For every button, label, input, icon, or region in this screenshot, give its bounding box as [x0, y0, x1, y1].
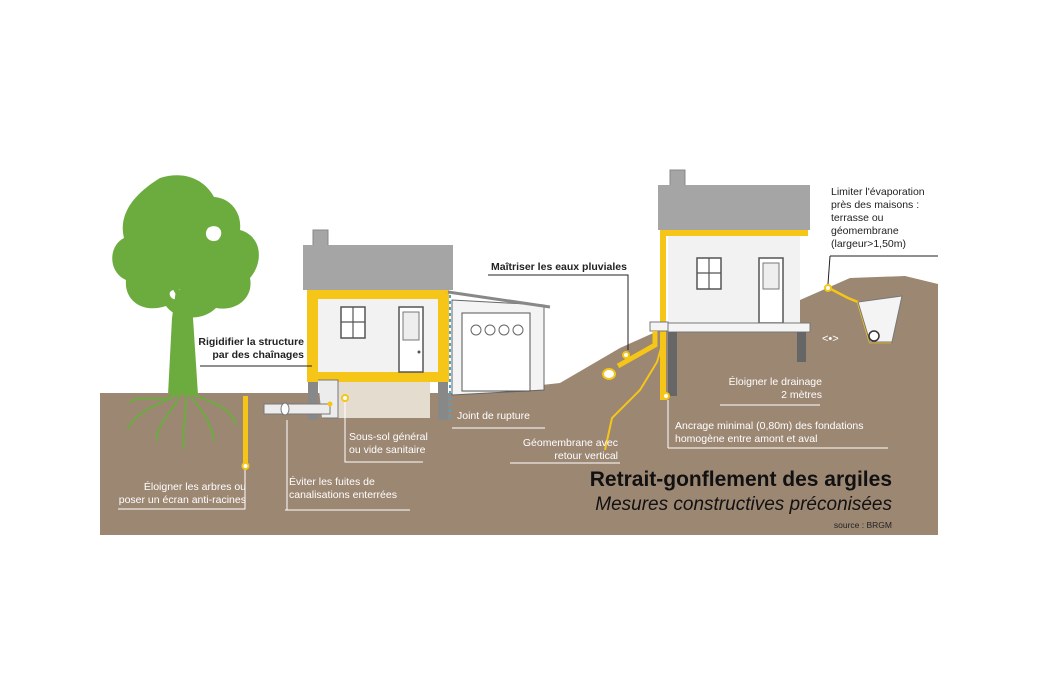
label-evaporation-line3: terrasse ou — [831, 212, 884, 224]
label-joint: Joint de rupture — [457, 410, 530, 422]
label-drainage-line2: 2 mètres — [781, 389, 822, 401]
label-evaporation-line5: (largeur>1,50m) — [831, 238, 906, 250]
anti-root-screen — [243, 396, 248, 466]
label-ancrage-line2: homogène entre amont et aval — [675, 433, 818, 445]
left-house — [263, 229, 453, 420]
label-geomembrane: Géomembrane avec retour vertical — [498, 437, 618, 463]
rainwater-pipe — [602, 321, 669, 451]
label-drainage-line1: Éloigner le drainage — [728, 376, 822, 388]
distance-symbol: <•> — [822, 333, 839, 345]
label-rigidifier: Rigidifier la structure par des chaînage… — [188, 336, 304, 362]
label-sous-sol-line1: Sous-sol général — [349, 431, 428, 443]
garage — [447, 290, 551, 396]
label-sous-sol: Sous-sol général ou vide sanitaire — [349, 431, 428, 457]
label-fuites-line2: canalisations enterrées — [289, 489, 397, 501]
terrace-drain — [824, 284, 903, 344]
label-geomembrane-line2: retour vertical — [554, 450, 618, 462]
label-arbres-line2: poser un écran anti-racines — [118, 494, 246, 506]
ground — [100, 276, 938, 535]
leader-lines — [118, 255, 938, 511]
label-eaux-pluviales: Maîtriser les eaux pluviales — [491, 261, 627, 273]
label-geomembrane-line1: Géomembrane avec — [522, 437, 618, 449]
label-arbres: Éloigner les arbres ou poser un écran an… — [96, 481, 246, 507]
label-ancrage-line1: Ancrage minimal (0,80m) des fondations — [675, 420, 864, 432]
label-evaporation-line2: près des maisons : — [831, 199, 920, 211]
diagram-title: Retrait-gonflement des argiles — [589, 468, 892, 491]
label-rigidifier-line2: par des chaînages — [212, 349, 304, 361]
label-drainage: Éloigner le drainage 2 mètres — [700, 376, 822, 402]
label-arbres-line1: Éloigner les arbres ou — [143, 481, 246, 493]
label-fuites-line1: Éviter les fuites de — [289, 476, 375, 488]
label-evaporation-line1: Limiter l'évaporation — [831, 186, 925, 198]
right-house — [658, 169, 811, 400]
diagram-subtitle: Mesures constructives préconisées — [595, 494, 892, 515]
tree — [112, 175, 259, 449]
label-sous-sol-line2: ou vide sanitaire — [349, 444, 426, 456]
label-ancrage: Ancrage minimal (0,80m) des fondations h… — [675, 420, 864, 446]
label-fuites: Éviter les fuites de canalisations enter… — [289, 476, 397, 502]
label-evaporation: Limiter l'évaporation près des maisons :… — [831, 186, 925, 251]
source-credit: source : BRGM — [833, 520, 892, 530]
label-evaporation-line4: géomembrane — [831, 225, 899, 237]
label-rigidifier-line1: Rigidifier la structure — [198, 336, 304, 348]
